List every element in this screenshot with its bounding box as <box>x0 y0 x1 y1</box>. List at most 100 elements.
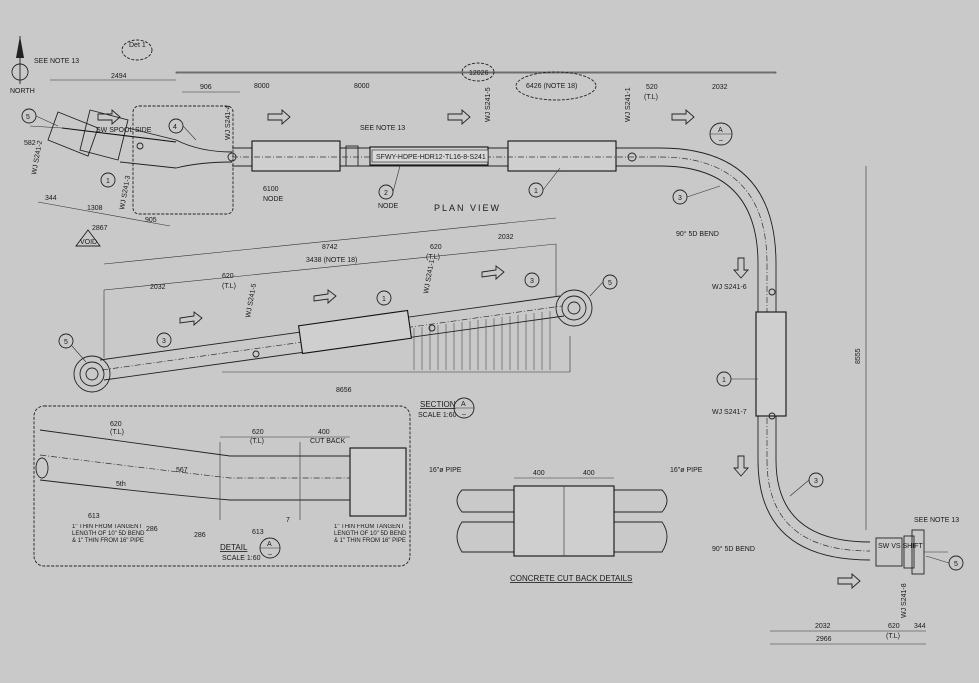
weld-wj-s241-8: WJ S241-8 <box>901 583 908 618</box>
section-weld-wj-s241-1: WJ S241-1 <box>423 259 436 294</box>
dim-344-a: 344 <box>45 195 57 202</box>
detail-dim-620-b: 620 <box>252 429 264 436</box>
section-title: SECTION <box>420 400 456 409</box>
dim-582: 582 <box>24 140 36 147</box>
svg-text:–: – <box>462 411 466 418</box>
weld-wj-s241-7: WJ S241-7 <box>712 409 747 416</box>
dim-2032: 2032 <box>712 84 728 91</box>
weld-wj-s241-3: WJ S241-3 <box>119 175 132 210</box>
north-arrow-icon: NORTH <box>10 36 35 95</box>
see-note-13-b: SEE NOTE 13 <box>360 125 405 132</box>
svg-text:A: A <box>267 541 272 548</box>
see-note-13-c: SEE NOTE 13 <box>914 517 959 524</box>
balloon-3-a: 3 <box>678 195 682 202</box>
leader-lines <box>35 115 950 564</box>
section-dim-3438: 3438 (NOTE 18) <box>306 257 357 264</box>
det1-cloud-label: Det 1 <box>129 42 146 49</box>
see-note-13-a: SEE NOTE 13 <box>34 58 79 65</box>
dim-2494: 2494 <box>111 73 127 80</box>
spool-id-label: SFWY-HDPE-HDR12-TL16-8-S241 <box>376 154 486 161</box>
cutback-dim-400-a: 400 <box>533 470 545 477</box>
north-label: NORTH <box>10 88 35 95</box>
detail-title: DETAIL <box>220 543 248 552</box>
note-18-dim: 6426 (NOTE 18) <box>526 83 577 90</box>
dim-905: 905 <box>145 217 157 224</box>
sw-spool-side-label: SW SPOOL SIDE <box>96 127 152 134</box>
weld-wj-s241-5: WJ S241-5 <box>485 87 492 122</box>
tl-label: (T.L) <box>644 94 658 101</box>
dim-12026: 12026 <box>469 70 489 77</box>
dim-8000-label: 8000 <box>254 83 270 90</box>
section-hatch <box>413 311 551 370</box>
section-title-marker: A – <box>453 397 475 419</box>
detail-title-marker: A – <box>259 537 281 559</box>
bend-90-b-label: 90° 5D BEND <box>712 545 755 553</box>
void-triangle-label: VOID <box>80 239 97 246</box>
detail-dim-286-a: 286 <box>146 526 158 533</box>
balloon-1-c: 1 <box>722 377 726 384</box>
section-balloon-5-b: 5 <box>608 280 612 287</box>
plan-right-elbow <box>659 147 948 575</box>
balloon-1-b: 1 <box>534 188 538 195</box>
section-balloon-3-a: 3 <box>162 338 166 345</box>
section-scale: SCALE 1:60 <box>418 412 457 419</box>
section-balloon-5-a: 5 <box>64 339 68 346</box>
flow-arrow-down-icon <box>733 257 749 477</box>
balloon-2: 2 <box>384 190 388 197</box>
svg-text:A: A <box>718 127 723 134</box>
svg-text:–: – <box>268 551 272 558</box>
detail-note-left: 1" THIN FROM TANGENT LENGTH OF 10" 5D BE… <box>72 524 144 544</box>
plan-view-title: PLAN VIEW <box>434 203 501 213</box>
detail-dim-400: 400 <box>318 429 330 436</box>
node-label-b: NODE <box>378 203 399 210</box>
weld-wj-s241-4: WJ S241-4 <box>225 105 232 140</box>
flow-arrow-icon <box>97 109 695 125</box>
detail-tl-b: (T.L) <box>250 438 264 445</box>
flow-arrow-icon <box>837 573 861 589</box>
node-label-a: NODE <box>263 196 284 203</box>
detail-a-view <box>35 429 407 520</box>
section-dim-2032: 2032 <box>150 284 166 291</box>
dim-520: 520 <box>646 84 658 91</box>
section-marker-a: A – <box>709 122 733 146</box>
cutback-detail <box>456 477 668 557</box>
section-tl-2: (T.L) <box>426 254 440 261</box>
section-tl-1: (T.L) <box>222 283 236 290</box>
section-balloon-1: 1 <box>382 296 386 303</box>
balloon-5-a: 5 <box>26 114 30 121</box>
dim-8000: 8000 <box>354 83 370 90</box>
section-weld-wj-s241-5: WJ S241-5 <box>245 283 258 318</box>
dim-906: 906 <box>200 84 212 91</box>
cutback-pipe-right: 16"ø PIPE <box>670 467 703 474</box>
section-dim-8742: 8742 <box>322 244 338 251</box>
svg-text:A: A <box>461 401 466 408</box>
section-dim-2032-b: 2032 <box>498 234 514 241</box>
dim-1308: 1308 <box>87 205 103 212</box>
dim-6100: 6100 <box>263 186 279 193</box>
section-dim-8656: 8656 <box>336 387 352 394</box>
dim-8555-vertical: 8555 <box>855 348 862 364</box>
section-dim-620-a: 620 <box>222 273 234 280</box>
dim-620-b: 620 <box>888 623 900 630</box>
detail-cloud-box <box>33 405 411 567</box>
detail-dim-620-a: 620 <box>110 421 122 428</box>
dim-2032-b: 2032 <box>815 623 831 630</box>
section-balloon-3-b: 3 <box>530 278 534 285</box>
detail-dim-286-b: 286 <box>194 532 206 539</box>
detail-note-right: 1" THIN FROM TANGENT LENGTH OF 10" 5D BE… <box>334 524 406 544</box>
plan-left-spool <box>29 105 237 215</box>
cutback-dim-400-b: 400 <box>583 470 595 477</box>
balloon-4: 4 <box>173 124 177 131</box>
detail-scale: SCALE 1:60 <box>222 555 261 562</box>
weld-wj-s241-6: WJ S241-6 <box>712 284 747 291</box>
section-dim-620-b: 620 <box>430 244 442 251</box>
balloon-1-a: 1 <box>106 178 110 185</box>
detail-dim-5th: 5th <box>116 481 126 488</box>
weld-wj-s241-1-plan: WJ S241-1 <box>625 87 632 122</box>
detail-dim-567: 567 <box>176 467 188 474</box>
cutback-title: CONCRETE CUT BACK DETAILS <box>510 574 632 583</box>
balloon-3-b: 3 <box>814 478 818 485</box>
balloon-5-b: 5 <box>954 561 958 568</box>
